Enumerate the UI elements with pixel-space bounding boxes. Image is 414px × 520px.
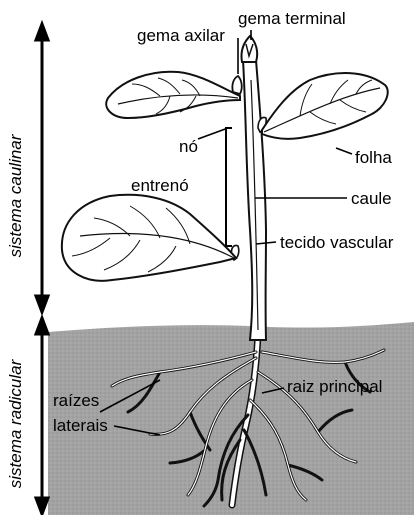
internode-label: entrenó: [131, 176, 189, 195]
section-arrows: [36, 24, 48, 514]
internode-bracket: [226, 128, 232, 246]
lateral-roots-label-line2: laterais: [53, 416, 108, 435]
leaf-label: folha: [355, 148, 392, 167]
shoot-system-label: sistema caulinar: [6, 133, 25, 257]
stem-drawing: [231, 36, 266, 340]
root-system-label: sistema radicular: [6, 358, 25, 488]
node-label: nó: [179, 137, 198, 156]
terminal-bud-label: gema terminal: [238, 9, 346, 28]
axillary-bud-label: gema axilar: [137, 26, 225, 45]
main-root-label: raiz principal: [287, 377, 382, 396]
vascular-tissue-label: tecido vascular: [280, 233, 394, 252]
stem-label: caule: [351, 189, 392, 208]
lateral-roots-label-line1: raízes: [53, 391, 99, 410]
